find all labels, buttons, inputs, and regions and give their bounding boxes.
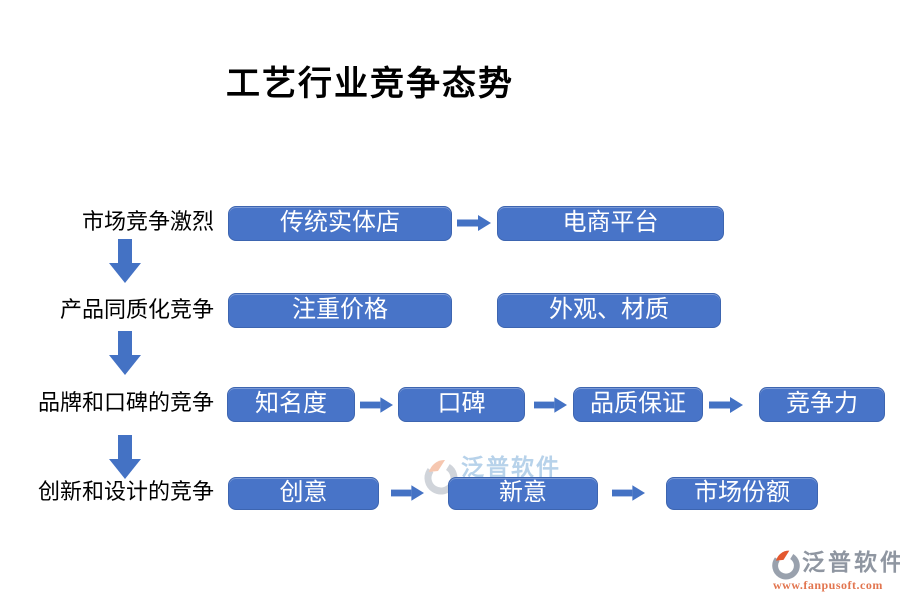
right-arrow-icon	[391, 485, 424, 501]
down-arrow-icon	[108, 331, 142, 375]
footer-logo: 泛普软件 www.fanpusoft.com	[771, 548, 900, 593]
footer-logo-url: www.fanpusoft.com	[773, 578, 883, 592]
node-traditional-store: 传统实体店	[228, 206, 452, 241]
node-word-of-mouth: 口碑	[398, 387, 525, 422]
node-ecommerce-platform: 电商平台	[497, 206, 724, 241]
node-market-share: 市场份额	[666, 477, 818, 510]
row-label-brand-reputation: 品牌和口碑的竞争	[37, 390, 214, 415]
row-label-market-competition: 市场竞争激烈	[81, 209, 214, 234]
row-label-innovation-design: 创新和设计的竞争	[37, 479, 214, 504]
node-price-focus: 注重价格	[228, 293, 452, 328]
right-arrow-icon	[709, 397, 743, 413]
node-appearance-material: 外观、材质	[497, 293, 721, 328]
footer-logo-name: 泛普软件	[802, 550, 900, 575]
node-novelty: 新意	[448, 477, 598, 510]
fanpu-logo-icon	[772, 550, 800, 580]
down-arrow-icon	[108, 435, 142, 479]
right-arrow-icon	[534, 397, 567, 413]
watermark-name: 泛普软件	[461, 455, 561, 480]
right-arrow-icon	[360, 397, 393, 413]
row-label-homogenization: 产品同质化竞争	[59, 297, 214, 322]
node-competitiveness: 竞争力	[759, 387, 885, 422]
node-awareness: 知名度	[227, 387, 355, 422]
diagram-title: 工艺行业竞争态势	[226, 66, 514, 103]
right-arrow-icon	[457, 215, 491, 231]
right-arrow-icon	[612, 485, 645, 501]
down-arrow-icon	[108, 239, 142, 283]
node-creativity: 创意	[228, 477, 379, 510]
node-quality-assurance: 品质保证	[573, 387, 703, 422]
